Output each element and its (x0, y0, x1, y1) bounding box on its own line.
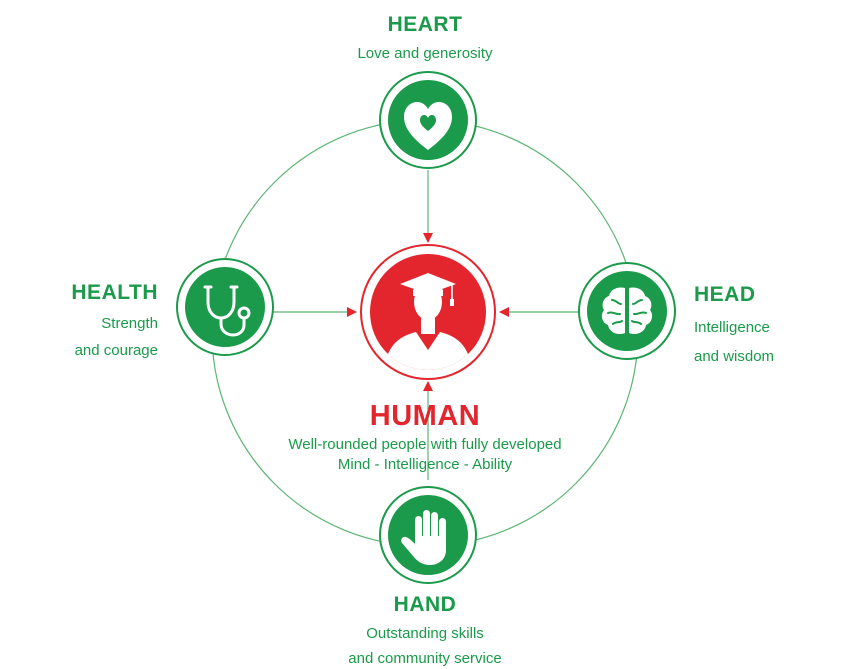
human-description-line-2: Mind - Intelligence - Ability (337, 456, 513, 474)
health-description-line-1: Strength (101, 315, 158, 333)
hand-description-line-2: and community service (348, 650, 502, 668)
human-description-line-1: Well-rounded people with fully developed (288, 436, 562, 454)
human-label: HUMAN Well-rounded people with fully dev… (225, 398, 625, 474)
health-node (176, 258, 274, 356)
heart-title: HEART (387, 13, 463, 36)
heart-description: Love and generosity (357, 45, 493, 63)
graduate-icon (384, 273, 472, 370)
stethoscope-icon (203, 285, 251, 337)
human-node (360, 244, 496, 380)
brain-icon (601, 287, 653, 335)
hand-label: HAND Outstanding skills and community se… (300, 592, 550, 668)
heart-node (379, 71, 477, 169)
health-label: HEALTH Strength and courage (40, 280, 158, 360)
head-description-line-1: Intelligence (694, 319, 770, 337)
hand-description-line-1: Outstanding skills (366, 625, 484, 643)
head-title: HEAD (694, 283, 756, 306)
heart-icon (404, 102, 452, 150)
head-label: HEAD Intelligence and wisdom (694, 282, 834, 366)
hand-icon (401, 510, 446, 565)
hand-node (379, 486, 477, 584)
hand-title: HAND (393, 593, 457, 616)
human-title: HUMAN (369, 400, 481, 432)
health-title: HEALTH (71, 281, 158, 304)
health-description-line-2: and courage (74, 342, 158, 360)
head-description-line-2: and wisdom (694, 348, 775, 366)
head-node (578, 262, 676, 360)
heart-label: HEART Love and generosity (325, 12, 525, 63)
